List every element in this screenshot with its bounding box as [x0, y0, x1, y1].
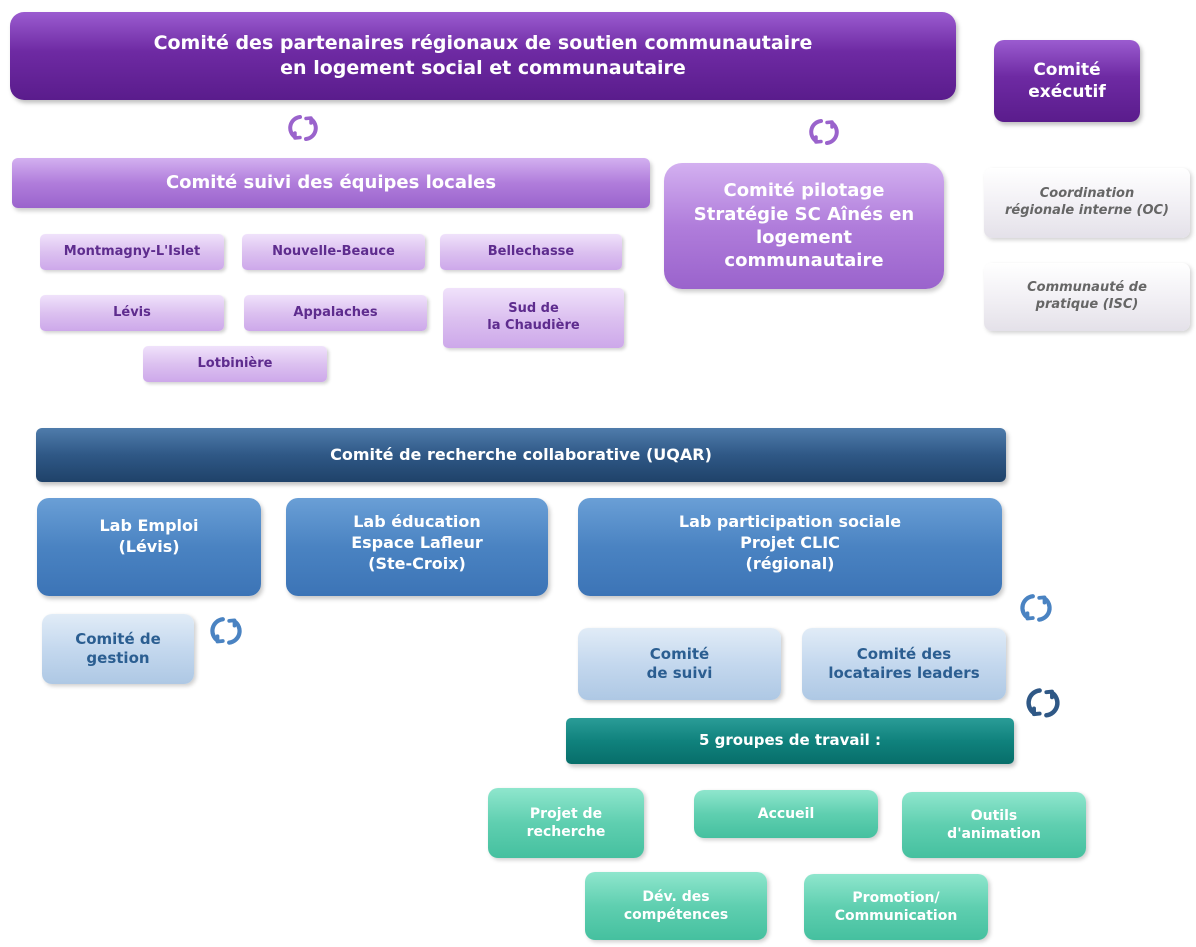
local-team-label: Montmagny-L'Islet	[63, 243, 201, 259]
outils-line: Outils	[970, 807, 1018, 824]
executive-line1: Comité	[1033, 59, 1101, 80]
lab-emploi-line: (Lévis)	[118, 536, 180, 556]
local-team-appalaches: Appalaches	[244, 295, 427, 331]
lab-education-line: (Ste-Croix)	[368, 553, 466, 573]
dev-line: Dév. des	[642, 888, 710, 905]
lab-education-line: Lab éducation	[353, 512, 481, 531]
promotion-line: Communication	[834, 908, 958, 924]
local-team-label: Lotbinière	[197, 355, 273, 371]
local-team-levis: Lévis	[40, 295, 224, 331]
outils-line: d'animation	[947, 826, 1041, 842]
community-of-practice: Communauté de pratique (ISC)	[984, 263, 1190, 331]
cycle-arrows-icon	[206, 615, 246, 649]
working-groups: 5 groupes de travail :	[566, 718, 1014, 764]
lab-emploi: Lab Emploi (Lévis)	[37, 498, 261, 596]
projet-line: recherche	[526, 824, 606, 840]
locataires-line: locataires leaders	[828, 664, 980, 682]
suivi-line: Comité	[649, 644, 710, 663]
lab-emploi-line: Lab Emploi	[99, 516, 199, 535]
practice-line: pratique (ISC)	[1035, 297, 1139, 312]
steering-line: logement	[755, 227, 852, 248]
coordination-line: Coordination	[1039, 186, 1135, 202]
lab-participation-line: Lab participation sociale	[678, 512, 902, 531]
regional-line1: Comité des partenaires régionaux de sout…	[153, 32, 813, 55]
regional-line2: en logement social et communautaire	[280, 57, 686, 79]
lab-participation-line: (régional)	[745, 553, 835, 573]
cycle-arrows-icon	[288, 115, 318, 141]
local-team-nouvelle-beauce: Nouvelle-Beauce	[242, 234, 425, 270]
local-team-label: la Chaudière	[487, 318, 580, 333]
steering-committee: Comité pilotage Stratégie SC Aînés en lo…	[664, 163, 944, 289]
lab-participation: Lab participation sociale Projet CLIC (r…	[578, 498, 1002, 596]
local-team-label: Bellechasse	[487, 243, 575, 259]
local-team-label: Sud de	[508, 301, 559, 317]
local-team-label: Appalaches	[293, 304, 378, 320]
coordination-line: régionale interne (OC)	[1005, 203, 1169, 218]
regional-partners-committee: Comité des partenaires régionaux de sout…	[10, 12, 956, 100]
group-promotion: Promotion/ Communication	[804, 874, 988, 940]
group-animation-tools: Outils d'animation	[902, 792, 1086, 858]
dev-line: compétences	[623, 907, 729, 923]
cycle-arrows-icon	[1018, 592, 1054, 626]
lab-participation-line: Projet CLIC	[740, 532, 840, 552]
projet-line: Projet de	[529, 805, 603, 822]
executive-line2: exécutif	[1028, 82, 1106, 102]
internal-coordination: Coordination régionale interne (OC)	[984, 168, 1190, 238]
executive-committee: Comité exécutif	[994, 40, 1140, 122]
research-committee: Comité de recherche collaborative (UQAR)	[36, 428, 1006, 482]
group-research-project: Projet de recherche	[488, 788, 644, 858]
practice-line: Communauté de	[1027, 280, 1147, 296]
gestion-line: gestion	[86, 649, 150, 667]
steering-line: communautaire	[724, 250, 884, 272]
groups-title: 5 groupes de travail :	[698, 731, 882, 750]
locataires-line: Comité des	[856, 644, 952, 663]
research-title: Comité de recherche collaborative (UQAR)	[330, 444, 712, 464]
cycle-arrows-icon	[1024, 686, 1062, 722]
cycle-arrows-icon	[809, 119, 839, 145]
suivi-line: de suivi	[646, 664, 713, 682]
promotion-line: Promotion/	[852, 889, 940, 906]
local-team-bellechasse: Bellechasse	[440, 234, 622, 270]
local-team-label: Lévis	[113, 304, 151, 320]
local-team-montmagny: Montmagny-L'Islet	[40, 234, 224, 270]
steering-line: Comité pilotage	[723, 180, 885, 202]
lab-education: Lab éducation Espace Lafleur (Ste-Croix)	[286, 498, 548, 596]
local-teams-committee: Comité suivi des équipes locales	[12, 158, 650, 208]
follow-up-committee: Comité de suivi	[578, 628, 781, 700]
local-team-label: Nouvelle-Beauce	[272, 243, 395, 259]
gestion-line: Comité de	[75, 629, 161, 648]
lab-education-line: Espace Lafleur	[351, 532, 483, 552]
accueil-label: Accueil	[757, 805, 815, 822]
steering-line: Stratégie SC Aînés en	[693, 203, 915, 225]
group-skills-development: Dév. des compétences	[585, 872, 767, 940]
group-welcome: Accueil	[694, 790, 878, 838]
local-team-lotbiniere: Lotbinière	[143, 346, 327, 382]
local-team-sud-chaudiere: Sud de la Chaudière	[443, 288, 624, 348]
management-committee: Comité de gestion	[42, 614, 194, 684]
local-teams-title: Comité suivi des équipes locales	[165, 172, 497, 194]
tenant-leaders-committee: Comité des locataires leaders	[802, 628, 1006, 700]
